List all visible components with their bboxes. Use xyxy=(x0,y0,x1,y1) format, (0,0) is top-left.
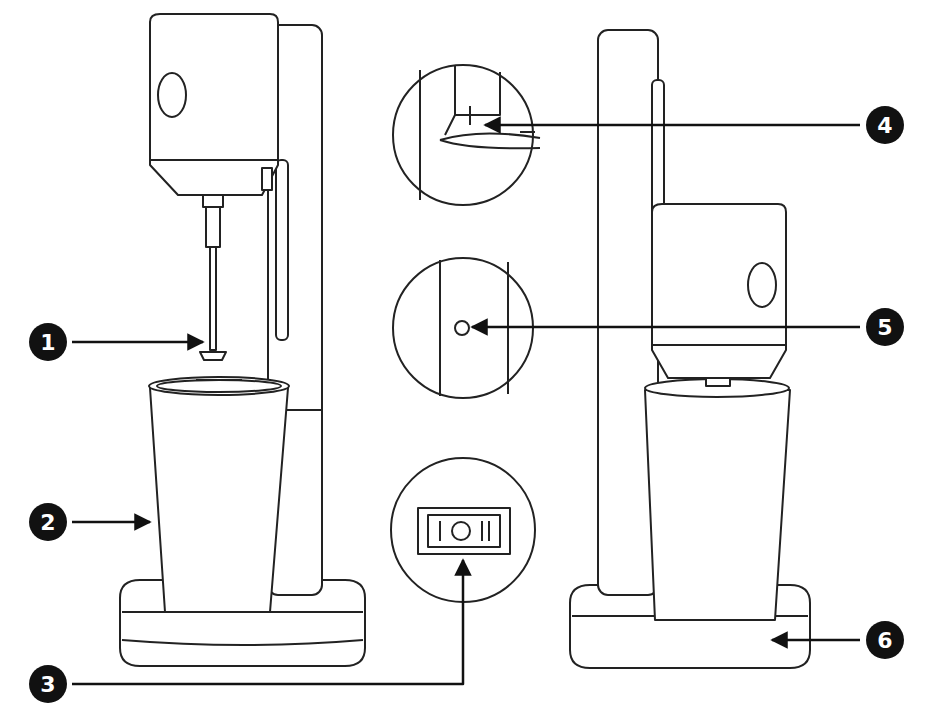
callout-text: 5 xyxy=(877,315,892,340)
callout-text: 2 xyxy=(40,510,55,535)
callout-text: 1 xyxy=(40,330,55,355)
callout-number: 3 xyxy=(29,665,67,703)
callout-number: 4 xyxy=(866,106,904,144)
callout-number: 6 xyxy=(866,621,904,659)
detail-views xyxy=(391,65,540,602)
callout-text: 6 xyxy=(877,628,892,653)
callout-text: 3 xyxy=(40,672,55,697)
callout-text: 4 xyxy=(877,113,892,138)
callout-number: 5 xyxy=(866,308,904,346)
leader-arrows xyxy=(72,125,860,684)
callout-number: 2 xyxy=(29,503,67,541)
left-mixer xyxy=(120,14,365,666)
callout-number: 1 xyxy=(29,323,67,361)
